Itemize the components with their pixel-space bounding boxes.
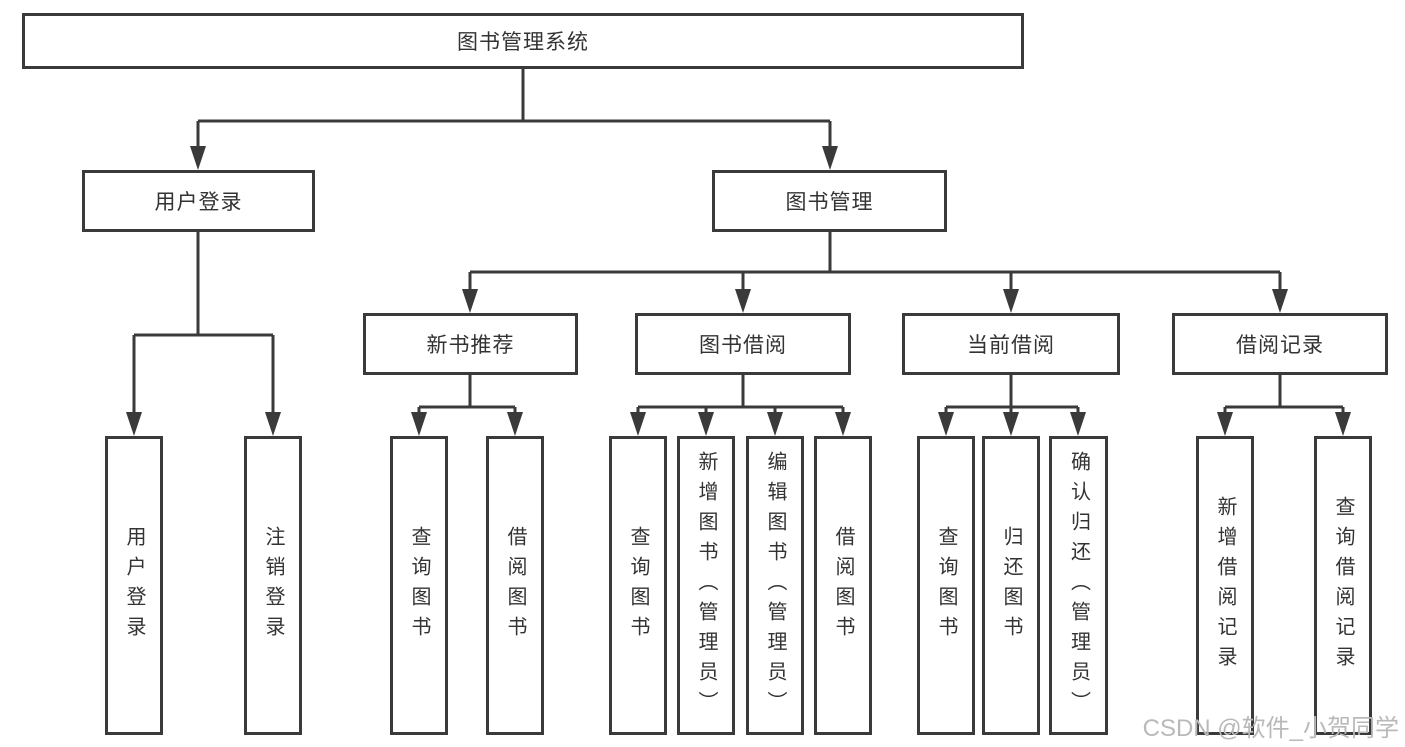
leaf-label: 查询图书 [408,525,430,646]
node-book-borrow: 图书借阅 [635,313,851,375]
connector-book-management [462,232,1288,313]
leaf-query-books-borrow: 查询图书 [609,436,667,735]
connector-new-book [411,375,523,436]
leaf-edit-book-admin: 编辑图书（管理员） [746,436,804,735]
leaf-label: 注销登录 [262,525,284,646]
leaf-label: 新增图书（管理员） [695,450,717,721]
connector-borrow-records [1217,375,1351,436]
leaf-label: 确认归还（管理员） [1067,450,1090,721]
leaf-label: 借阅图书 [832,525,854,646]
leaf-label: 新增借阅记录 [1214,495,1236,676]
leaf-label: 查询图书 [627,525,649,646]
leaf-query-books-recommend: 查询图书 [390,436,448,735]
connector-user-login [126,232,281,436]
node-borrow-records: 借阅记录 [1172,313,1388,375]
leaf-label: 归还图书 [1000,525,1022,646]
leaf-return-book: 归还图书 [982,436,1040,735]
connector-root [190,69,838,170]
node-user-login: 用户登录 [82,170,315,232]
node-new-book-recommend: 新书推荐 [363,313,578,375]
leaf-logout: 注销登录 [244,436,302,735]
leaf-user-login: 用户登录 [105,436,163,735]
leaf-label: 查询借阅记录 [1332,495,1354,676]
leaf-query-borrow-record: 查询借阅记录 [1314,436,1372,735]
leaf-confirm-return-admin: 确认归还（管理员） [1049,436,1108,735]
leaf-add-borrow-record: 新增借阅记录 [1196,436,1254,735]
node-current-borrow: 当前借阅 [902,313,1120,375]
leaf-label: 编辑图书（管理员） [764,450,786,721]
leaf-label: 借阅图书 [504,525,526,646]
connector-book-borrow [630,375,851,436]
node-book-management: 图书管理 [712,170,947,232]
node-root-system: 图书管理系统 [22,13,1024,69]
csdn-watermark: CSDN @软件_小贺同学 [1142,715,1399,742]
leaf-add-book-admin: 新增图书（管理员） [677,436,735,735]
leaf-query-books-current: 查询图书 [917,436,975,735]
leaf-borrow-books: 借阅图书 [814,436,872,735]
leaf-label: 查询图书 [935,525,957,646]
leaf-borrow-books-recommend: 借阅图书 [486,436,544,735]
leaf-label: 用户登录 [123,525,145,646]
connector-current-borrow [938,375,1086,436]
